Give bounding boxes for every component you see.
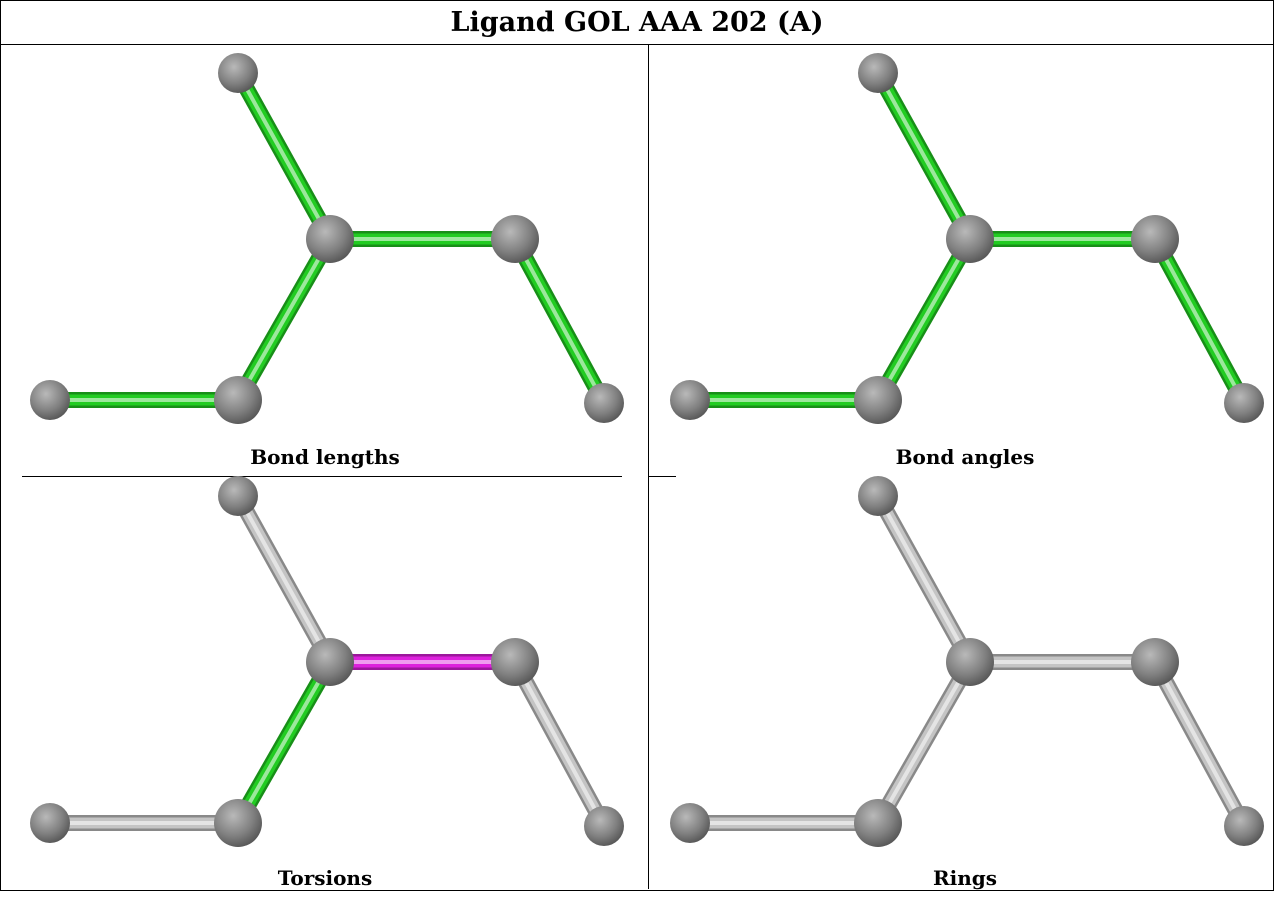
molecule-diagram-rings xyxy=(670,476,1264,847)
bond-ok xyxy=(231,69,337,243)
atom xyxy=(306,215,354,263)
molecule-diagram-bond-angles xyxy=(670,53,1264,424)
atom xyxy=(1224,806,1264,846)
bond-ok xyxy=(231,235,337,404)
panel-caption: Rings xyxy=(932,866,997,890)
atom xyxy=(670,380,710,420)
bond-none xyxy=(1147,658,1252,830)
atom xyxy=(946,638,994,686)
bond-ok xyxy=(507,235,612,407)
atom xyxy=(30,803,70,843)
column-divider xyxy=(648,44,649,889)
panel-caption: Torsions xyxy=(277,866,373,890)
atom xyxy=(30,380,70,420)
bond-none xyxy=(231,492,337,666)
molecule-diagram-bond-lengths xyxy=(30,53,624,424)
atom xyxy=(1131,215,1179,263)
table-title: Ligand GOL AAA 202 (A) xyxy=(1,1,1273,45)
bond-ok xyxy=(871,235,977,404)
atom xyxy=(584,383,624,423)
panel-caption: Bond lengths xyxy=(250,445,400,469)
atom xyxy=(491,638,539,686)
bond-none xyxy=(871,658,977,827)
atom xyxy=(1224,383,1264,423)
bond-none xyxy=(871,492,977,666)
atom xyxy=(854,799,902,847)
row-divider-left xyxy=(22,476,622,477)
panel-rings: Rings xyxy=(650,468,1274,898)
bond-ok xyxy=(1147,235,1252,407)
atom xyxy=(946,215,994,263)
row-divider-right xyxy=(648,476,676,477)
atom xyxy=(218,476,258,516)
atom xyxy=(491,215,539,263)
atom xyxy=(218,53,258,93)
atom xyxy=(1131,638,1179,686)
panel-caption: Bond angles xyxy=(895,445,1035,469)
panel-torsions: Torsions xyxy=(10,468,640,898)
molecule-diagram-torsions xyxy=(30,476,624,847)
atom xyxy=(214,799,262,847)
bond-ok xyxy=(871,69,977,243)
bond-ok xyxy=(231,658,337,827)
atom xyxy=(306,638,354,686)
atom xyxy=(854,376,902,424)
atom xyxy=(858,476,898,516)
atom xyxy=(670,803,710,843)
atom xyxy=(584,806,624,846)
atom xyxy=(858,53,898,93)
panel-bond-lengths: Bond lengths xyxy=(10,45,640,475)
bond-none xyxy=(507,658,612,830)
panel-bond-angles: Bond angles xyxy=(650,45,1274,475)
atom xyxy=(214,376,262,424)
